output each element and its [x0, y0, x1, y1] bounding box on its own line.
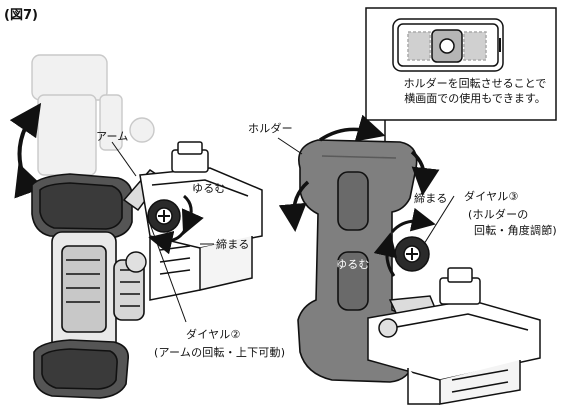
nut-left [125, 251, 147, 273]
dial-3 [394, 236, 430, 272]
label-tighten-left: 締まる [216, 238, 250, 251]
label-loosen-right: ゆるむ [336, 258, 370, 271]
label-dial3-desc1: (ホルダーの [468, 208, 529, 221]
label-tighten-right: 締まる [414, 192, 448, 205]
label-loosen-left: ゆるむ [192, 182, 226, 195]
label-arm: アーム [96, 130, 129, 143]
label-dial3-desc2: 回転・角度調節) [474, 224, 557, 237]
rotate-arrow-left [9, 102, 45, 199]
dial-2-arrows [148, 194, 204, 255]
label-holder: ホルダー [248, 122, 293, 135]
holder-left [31, 173, 145, 399]
leaders-right [277, 137, 455, 245]
clamp-right [367, 267, 541, 405]
dial-2 [147, 199, 181, 233]
label-dial3: ダイヤル③ [464, 190, 519, 203]
figure-label: (図7) [4, 8, 38, 23]
leaders-left [111, 141, 214, 323]
landscape-phone [392, 18, 504, 72]
label-dial2: ダイヤル② [186, 328, 241, 341]
rotate-arrows-right [278, 114, 440, 232]
label-dial2-desc: (アームの回転・上下可動) [154, 346, 286, 359]
callout-line-2: 横画面での使用もできます。 [404, 92, 546, 105]
callout-line-1: ホルダーを回転させることで [403, 77, 547, 90]
dial-3-arrows [373, 207, 436, 277]
